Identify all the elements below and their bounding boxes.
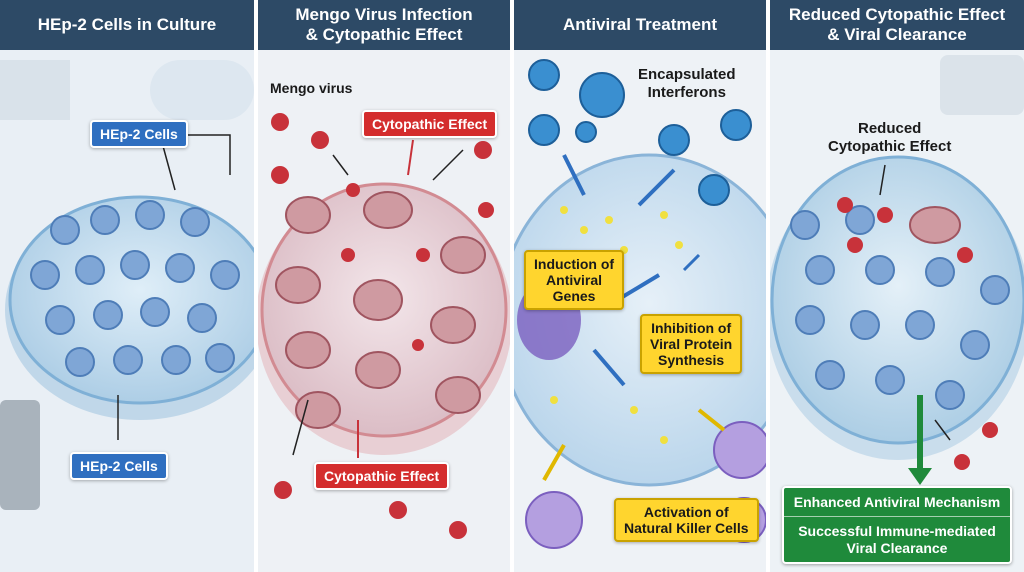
- panel-mengo-infection: Mengo Virus Infection & Cytopathic Effec…: [258, 0, 510, 572]
- induction-antiviral-genes-label: Induction of Antiviral Genes: [524, 250, 625, 310]
- mengo-virus-particles: [271, 113, 494, 539]
- panel-antiviral-treatment: Antiviral Treatment Encapsulated Interfe…: [514, 0, 766, 572]
- viral-clearance-result-box: Enhanced Antiviral Mechanism Successful …: [782, 486, 1012, 564]
- panel-divider: [766, 0, 770, 572]
- cytopathic-effect-label-bottom: Cytopathic Effect: [314, 462, 450, 490]
- hep2-cells: [30, 200, 240, 377]
- reduced-cytopathic-effect-label: Reduced Cytopathic Effect: [828, 120, 952, 155]
- panel-divider: [510, 0, 514, 572]
- panel-title: HEp-2 Cells in Culture: [0, 0, 254, 50]
- recovered-dish-illustration: [770, 0, 1024, 572]
- healthy-cells: [790, 205, 1010, 410]
- immune-clearance-text: Successful Immune-mediated Viral Clearan…: [798, 523, 996, 556]
- interferon-molecules: [550, 206, 683, 444]
- cytopathic-effect-label-top: Cytopathic Effect: [362, 110, 498, 138]
- remaining-virus-particles: [837, 197, 998, 470]
- panel-viral-clearance: Reduced Cytopathic Effect & Viral Cleara…: [770, 0, 1024, 572]
- hep2-cells-label-bottom: HEp-2 Cells: [70, 452, 168, 480]
- panel-title: Antiviral Treatment: [514, 0, 766, 50]
- panel-divider: [254, 0, 258, 572]
- residual-infected-cell: [909, 206, 961, 244]
- enhanced-mechanism-text: Enhanced Antiviral Mechanism: [784, 488, 1010, 517]
- hep2-cells-label-top: HEp-2 Cells: [90, 120, 188, 148]
- encapsulated-interferons-label: Encapsulated Interferons: [638, 66, 736, 101]
- panel-title: Mengo Virus Infection & Cytopathic Effec…: [258, 0, 510, 50]
- mengo-virus-label: Mengo virus: [270, 80, 353, 96]
- panel-title: Reduced Cytopathic Effect & Viral Cleara…: [770, 0, 1024, 50]
- panel-hep2-culture: HEp-2 Cells in Culture HEp-2 Cells HEp-2…: [0, 0, 254, 572]
- nk-cell-activation-label: Activation of Natural Killer Cells: [614, 498, 759, 542]
- damaged-cells: [275, 191, 486, 429]
- inhibition-viral-protein-label: Inhibition of Viral Protein Synthesis: [640, 314, 743, 374]
- petri-dish-illustration: [0, 0, 254, 572]
- encapsulated-interferon-particles: [528, 59, 752, 206]
